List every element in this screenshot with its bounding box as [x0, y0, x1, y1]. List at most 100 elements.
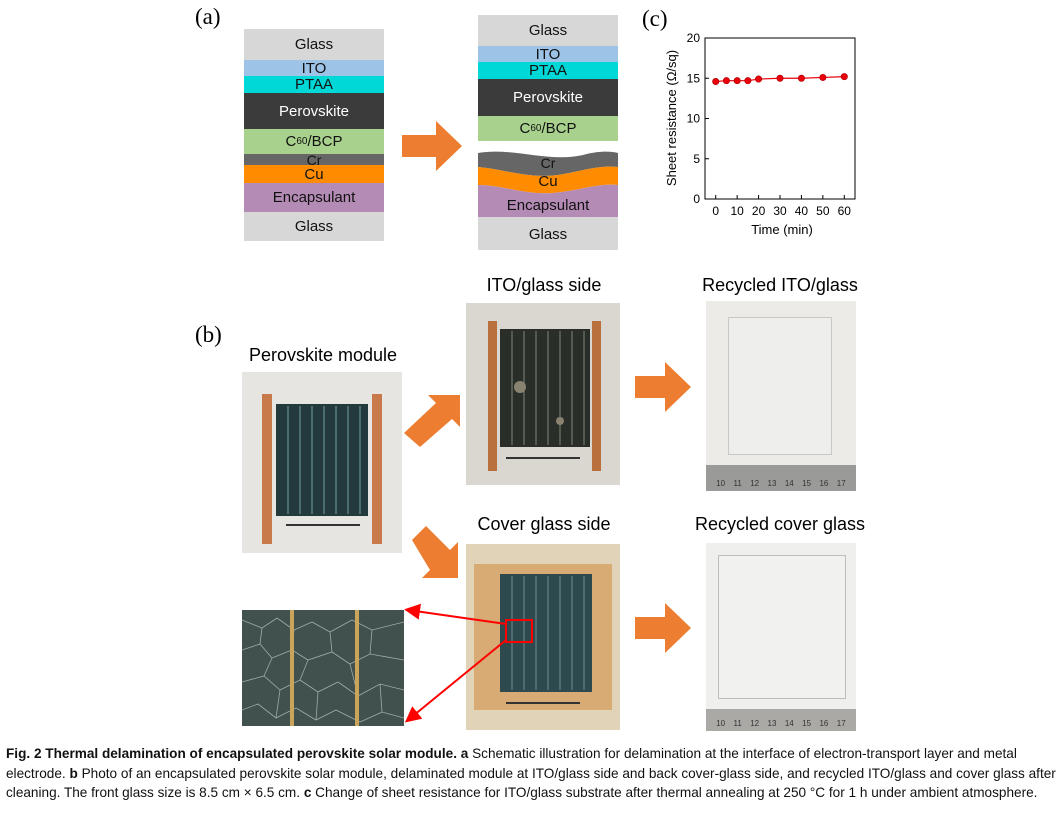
scribe-lines-icon: [511, 576, 585, 690]
layer-label: PTAA: [294, 76, 334, 93]
data-point: [733, 77, 741, 85]
x-tick-label: 30: [773, 204, 787, 218]
arrow-to-recycled-cover-icon: [635, 603, 691, 653]
ruler-number: 12: [750, 479, 760, 488]
layer-label: Glass: [528, 22, 568, 39]
y-tick-label: 5: [693, 152, 700, 166]
y-tick-label: 10: [687, 112, 701, 126]
recycled-cover-glass: [718, 555, 846, 699]
layer-label: Cr: [540, 155, 556, 171]
layer-label: Glass: [528, 226, 568, 243]
wavy-encapsulant-layer: [478, 184, 618, 217]
layer-perovskite: Perovskite: [244, 93, 384, 129]
ruler: 10 11 12 13 14 15 16 17: [706, 465, 856, 491]
ruler-number: 16: [819, 719, 829, 728]
data-point: [776, 74, 784, 82]
copper-tape-left: [262, 394, 272, 544]
cover-active-area: [500, 574, 592, 692]
ruler-number: 14: [784, 479, 794, 488]
y-tick-label: 15: [687, 71, 701, 85]
photo-recycled-ito: 10 11 12 13 14 15 16 17: [706, 301, 856, 491]
wavy-cr-layer: [478, 151, 618, 176]
title-perovskite-module: Perovskite module: [248, 345, 398, 365]
delamination-arrow-icon: [402, 121, 462, 171]
layer-encapsulant: Encapsulant: [244, 183, 384, 212]
scribe-lines-icon: [287, 406, 361, 514]
layer-label: C: [285, 133, 297, 150]
layer-label: Perovskite: [278, 102, 350, 120]
caption-fig-title: Thermal delamination of encapsulated per…: [45, 746, 457, 761]
caption-b-text: Photo of an encapsulated perovskite sola…: [6, 765, 1056, 801]
layer-label: Cu: [304, 165, 324, 183]
photo-crack-micrograph: [242, 610, 404, 726]
layer-label: /BCP: [541, 120, 577, 137]
zoom-arrows-icon: [404, 603, 507, 723]
layer-label: /BCP: [307, 133, 343, 150]
ruler-number: 12: [750, 719, 760, 728]
layer-glass-bottom: Glass: [244, 212, 384, 241]
x-tick-label: 60: [838, 204, 852, 218]
layer-label: Perovskite: [512, 89, 584, 106]
layer-ito: ITO: [244, 60, 384, 76]
layer-ptaa: PTAA: [244, 76, 384, 93]
ruler-number: 13: [767, 479, 777, 488]
panel-label-b: (b): [195, 322, 222, 347]
scribe-line-left: [290, 610, 294, 726]
title-cover-glass-side: Cover glass side: [477, 514, 611, 534]
layer-label: Cr: [306, 151, 322, 168]
zoom-region-box: [505, 619, 533, 643]
layer-cr: Cr: [244, 151, 384, 168]
arrow-to-cover-side-icon: [412, 526, 458, 578]
delaminated-active-area: [500, 329, 590, 447]
arrow-to-ito-side-icon: [404, 395, 460, 447]
ruler-number: 17: [836, 479, 846, 488]
caption-b-label: b: [69, 765, 78, 781]
marker-line: [506, 702, 580, 704]
marker-line: [506, 457, 580, 459]
layer-label: ITO: [535, 45, 561, 63]
wavy-cu-layer: [478, 166, 618, 194]
ruler-number: 14: [784, 719, 794, 728]
caption-a-label: a: [460, 746, 469, 761]
ruler-number: 11: [733, 479, 742, 488]
layer-label: Glass: [294, 218, 334, 235]
layer-label: Encapsulant: [506, 196, 590, 214]
ruler-number: 10: [716, 719, 726, 728]
perovskite-active-area: [276, 404, 368, 516]
layer-glass-top: Glass: [478, 15, 618, 46]
layer-cu: Cu: [244, 165, 384, 183]
y-tick-label: 0: [693, 192, 700, 206]
panel-label-c: (c): [642, 6, 668, 31]
photo-recycled-cover: 10 11 12 13 14 15 16 17: [706, 543, 856, 731]
copper-tape-right: [372, 394, 382, 544]
title-recycled-cover: Recycled cover glass: [694, 514, 866, 534]
layer-label: Encapsulant: [272, 189, 356, 206]
layer-glass-bottom-label: Glass: [478, 219, 618, 250]
scribe-lines-icon: [511, 331, 585, 445]
ruler-number: 17: [836, 719, 846, 728]
x-tick-label: 0: [712, 204, 719, 218]
ruler: 10 11 12 13 14 15 16 17: [706, 709, 856, 731]
figure-caption: Fig. 2 Thermal delamination of encapsula…: [6, 744, 1058, 803]
data-point: [744, 77, 752, 85]
caption-c-label: c: [303, 785, 312, 800]
data-point: [722, 77, 730, 85]
layer-label-subscript: 60: [530, 122, 542, 134]
title-ito-glass-side: ITO/glass side: [486, 275, 602, 295]
data-point: [712, 77, 720, 85]
ruler-number: 13: [767, 719, 777, 728]
layer-ptaa: PTAA: [478, 62, 618, 79]
layer-label-subscript: 60: [296, 135, 308, 147]
data-point: [755, 75, 763, 83]
ruler-number: 15: [802, 719, 812, 728]
glass-layer-rect: [478, 217, 618, 250]
caption-a-text: Schematic illustration for delamination …: [6, 746, 1017, 781]
y-axis-label: Sheet resistance (Ω/sq): [664, 50, 679, 186]
layer-perovskite: Perovskite: [478, 79, 618, 116]
ruler-number: 11: [733, 719, 742, 728]
layer-encapsulant-label: Encapsulant: [478, 195, 618, 215]
